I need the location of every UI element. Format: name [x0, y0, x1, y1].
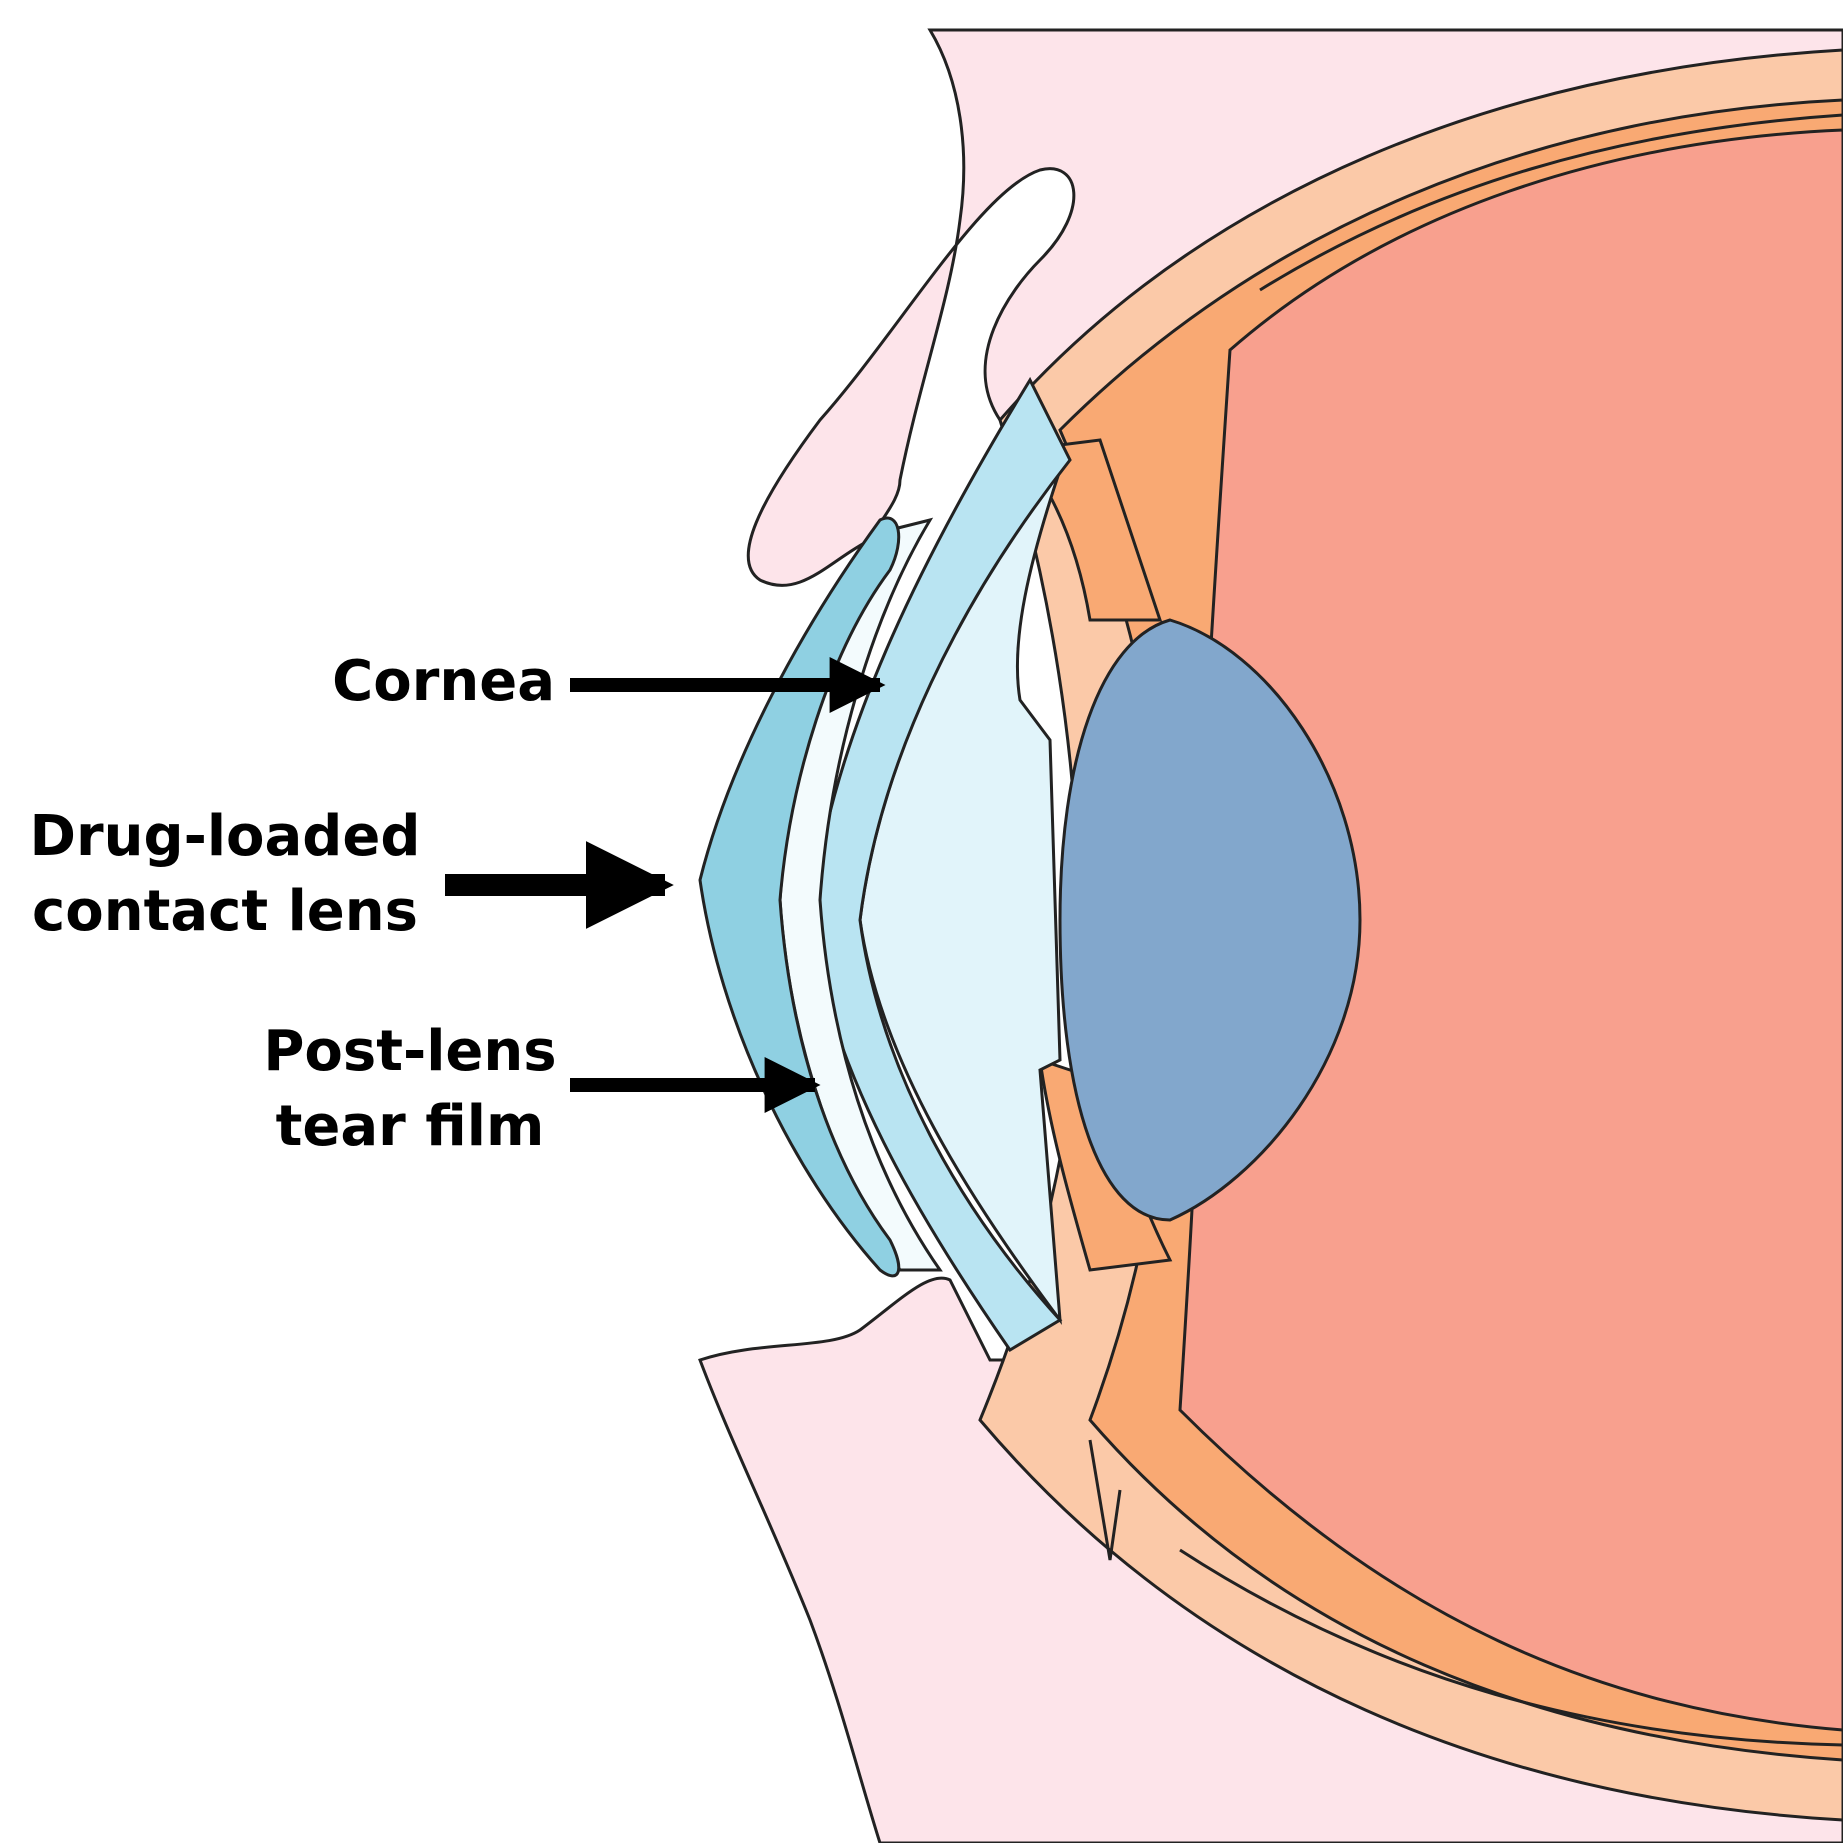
label-cornea: Cornea	[332, 649, 555, 714]
label-contact-lens-line1: Drug-loaded	[30, 804, 421, 869]
contact-lens	[698, 516, 901, 1278]
label-tear-film-line2: tear film	[276, 1094, 545, 1159]
crystalline-lens	[1058, 618, 1362, 1222]
cornea	[808, 376, 1072, 1353]
optic-notch	[1088, 1439, 1122, 1561]
label-contact-lens-line2: contact lens	[32, 879, 418, 944]
retina-line	[1259, 113, 1843, 292]
label-tear-film-line1: Post-lens	[263, 1019, 556, 1084]
retina-line	[1179, 1548, 1843, 1747]
